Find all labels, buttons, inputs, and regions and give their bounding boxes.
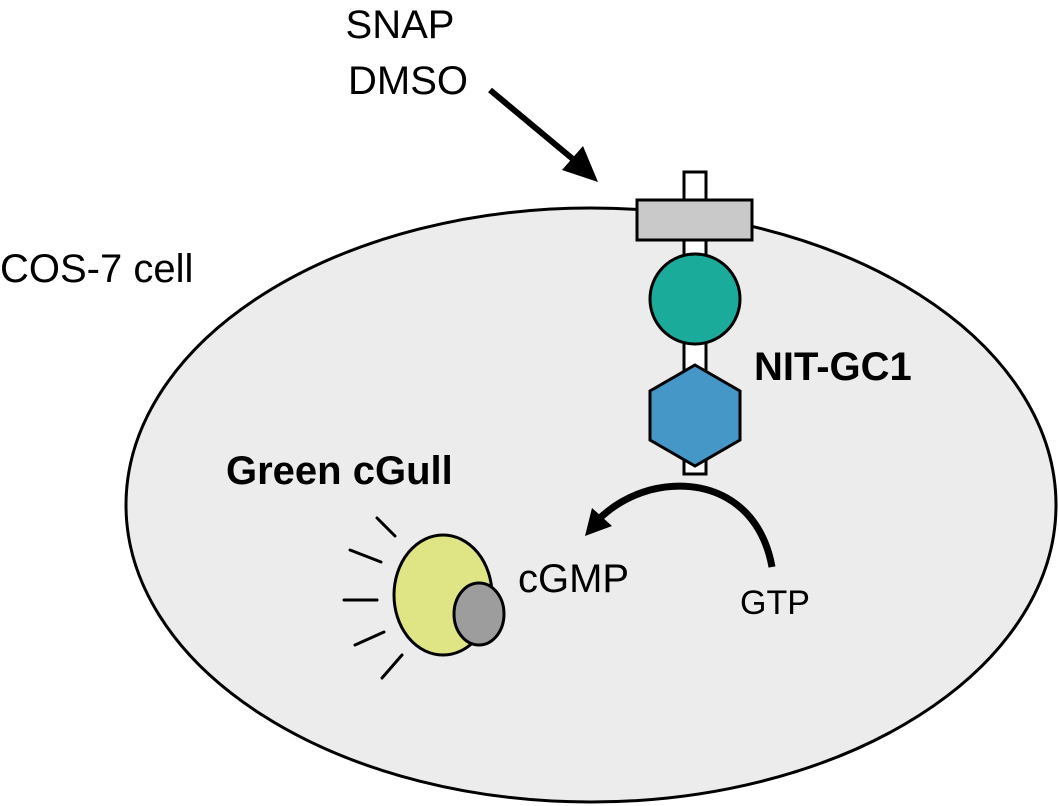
sensor-domain-circle <box>648 252 742 346</box>
treatment-label-snap: SNAP <box>346 3 455 47</box>
cgmp-label: cGMP <box>518 557 629 601</box>
fluorescence-rays <box>342 516 404 680</box>
gtp-label: GTP <box>740 584 810 622</box>
membrane-anchor <box>635 198 754 242</box>
receptor-label: NIT-GC1 <box>754 345 912 389</box>
treatment-arrow <box>488 87 598 182</box>
cyclase-domain-hexagon <box>648 363 742 468</box>
cell-label: COS-7 cell <box>0 247 193 291</box>
bound-cgmp-ligand <box>452 581 506 647</box>
reaction-arrow <box>585 482 776 568</box>
cell-body <box>124 206 1058 804</box>
treatment-label-dmso: DMSO <box>348 59 468 103</box>
sensor-label: Green cGull <box>226 449 453 493</box>
nit-gc1-receptor <box>635 170 754 476</box>
green-cgull-sensor <box>342 516 506 680</box>
